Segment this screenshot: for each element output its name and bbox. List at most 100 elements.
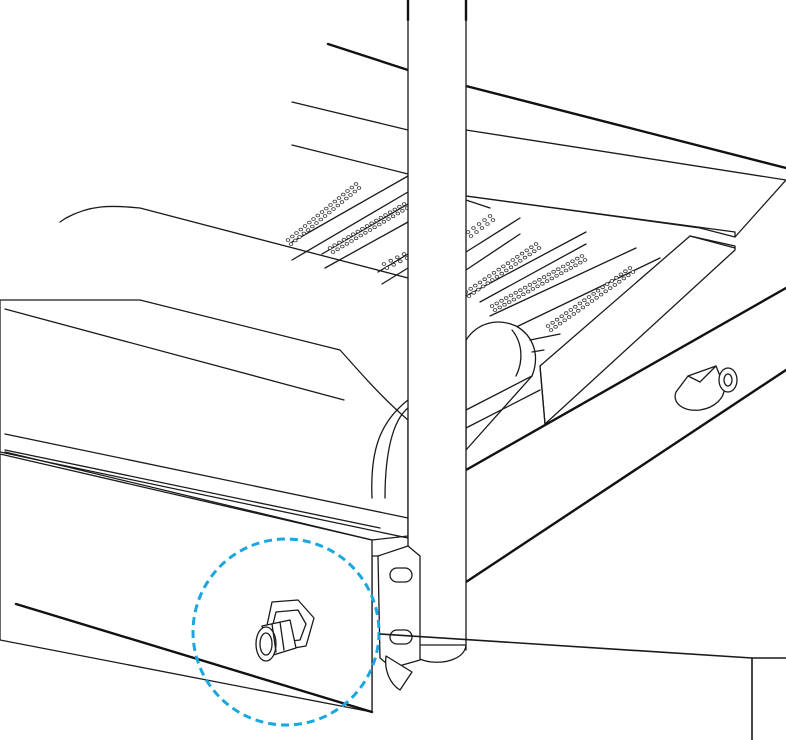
perforation-hole: [293, 238, 298, 243]
perforation-hole: [485, 222, 490, 226]
perforation-hole: [387, 210, 393, 215]
perforation-hole: [485, 281, 490, 286]
perforation-hole: [400, 209, 405, 213]
perforation-hole: [336, 196, 342, 200]
perforation-hole: [511, 297, 517, 302]
perforation-hole: [532, 280, 537, 285]
perforation-hole: [298, 227, 303, 232]
perforation-hole: [497, 305, 502, 310]
perforation-hole: [591, 291, 596, 296]
perforation-hole: [288, 242, 294, 246]
perforation-hole: [383, 213, 388, 217]
perforation-hole: [474, 230, 479, 234]
perforation-hole: [348, 193, 353, 197]
perforation-hole: [482, 218, 487, 222]
perforation-hole: [466, 294, 472, 298]
perforation-hole: [327, 210, 332, 215]
perforation-hole: [471, 226, 476, 230]
perforation-hole: [563, 268, 569, 273]
perforation-hole: [489, 304, 495, 308]
perforation-hole: [349, 185, 354, 190]
mounting-bracket: [371, 545, 421, 711]
perforation-hole: [310, 224, 315, 229]
perforation-hole: [627, 266, 633, 270]
perforation-hole: [507, 300, 512, 304]
perforation-hole: [521, 292, 526, 297]
perforation-hole: [559, 314, 564, 319]
perforation-hole: [548, 328, 554, 332]
perforation-hole: [618, 272, 624, 277]
perforation-hole: [550, 320, 555, 325]
perforation-hole: [557, 321, 563, 326]
perforation-hole: [388, 258, 393, 263]
perforation-hole: [565, 262, 570, 266]
perforation-hole: [573, 263, 578, 268]
perforation-hole: [349, 239, 354, 243]
perforation-hole: [553, 324, 558, 329]
perforation-hole: [496, 267, 501, 272]
perforation-hole: [364, 224, 370, 228]
perforation-hole: [401, 202, 407, 206]
perforation-hole: [513, 262, 518, 266]
perforation-hole: [523, 285, 528, 290]
perforation-hole: [589, 299, 595, 303]
perforation-hole: [341, 238, 347, 242]
perforation-hole: [335, 203, 340, 208]
perforation-hole: [605, 282, 610, 286]
perforation-hole: [577, 301, 583, 306]
perforation-hole: [322, 214, 328, 218]
perforation-hole: [398, 259, 403, 264]
perforation-hole: [392, 207, 397, 212]
perforation-hole: [487, 214, 493, 218]
perforation-hole: [330, 250, 336, 254]
perforation-hole: [541, 275, 547, 279]
perforation-hole: [358, 233, 363, 238]
perforation-hole: [294, 231, 299, 235]
perforation-hole: [328, 203, 333, 207]
perforation-hole: [290, 234, 295, 239]
perforation-hole: [356, 186, 362, 190]
perforation-hole: [353, 182, 359, 186]
perforation-hole: [311, 217, 316, 221]
perforation-hole: [579, 254, 585, 258]
perforation-hole: [502, 302, 507, 307]
perforation-hole: [499, 271, 504, 276]
perforation-hole: [353, 236, 359, 241]
perforation-hole: [568, 266, 573, 270]
perforation-hole: [630, 270, 636, 274]
perforation-hole: [582, 298, 587, 303]
perforation-hole: [386, 217, 391, 221]
perforation-hole: [545, 324, 551, 328]
perforation-hole: [381, 220, 387, 224]
perforation-hole: [530, 287, 536, 291]
perforation-hole: [510, 258, 515, 262]
perforation-hole: [524, 248, 529, 253]
perforation-hole: [546, 272, 551, 277]
perforation-hole: [367, 228, 373, 232]
perforation-hole: [384, 266, 390, 270]
perforation-hole: [374, 218, 379, 223]
perforation-hole: [344, 242, 350, 246]
perforation-hole: [508, 293, 514, 298]
perforation-hole: [302, 224, 308, 228]
perforation-hole: [490, 218, 496, 222]
perforation-hole: [600, 285, 605, 290]
perforation-hole: [324, 206, 329, 211]
perforation-hole: [573, 304, 578, 309]
perforation-hole: [536, 246, 542, 250]
perforation-hole: [571, 312, 576, 316]
perforation-hole: [301, 231, 306, 236]
perforation-hole: [345, 189, 350, 193]
perforation-hole: [540, 281, 545, 286]
conveyor-belt-housing: [0, 205, 409, 539]
callout-leader-line: [379, 633, 786, 740]
perforation-hole: [468, 234, 474, 238]
perforation-hole: [401, 252, 407, 256]
perforation-hole: [332, 243, 337, 248]
perforation-hole: [307, 220, 312, 225]
perforation-hole: [609, 279, 614, 283]
perforation-hole: [586, 295, 592, 299]
perforation-hole: [532, 249, 537, 254]
perforation-hole: [594, 295, 599, 300]
